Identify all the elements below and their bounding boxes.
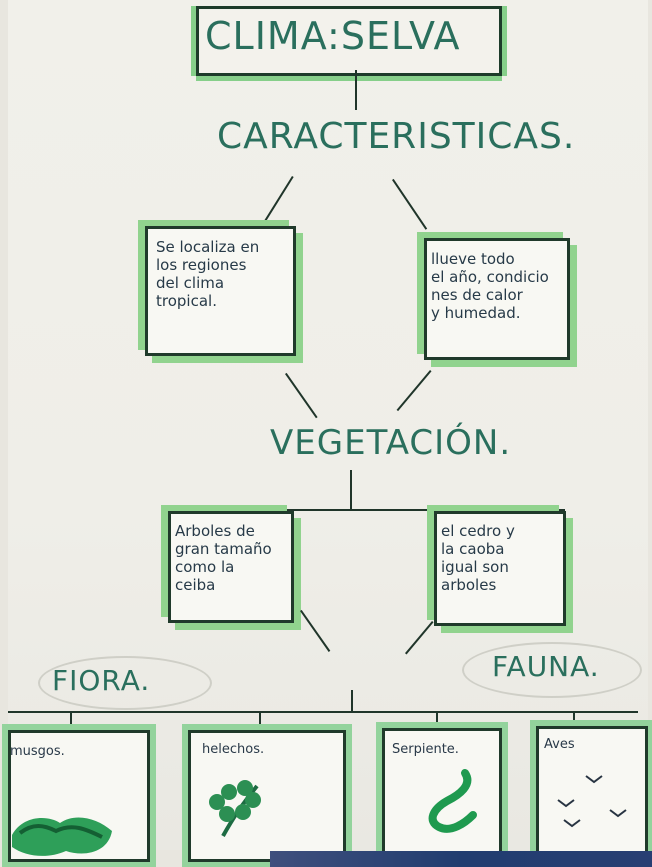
bottom-textile <box>270 851 652 867</box>
heading-vegetation: VEGETACIÓN. <box>270 423 512 463</box>
title-box <box>196 6 502 76</box>
label-musgos: musgos. <box>10 744 65 759</box>
vegetation-card-1 <box>168 511 294 623</box>
birds-drawing <box>557 775 627 828</box>
fauna-oval <box>462 642 642 698</box>
bottom-connector-4 <box>573 711 575 725</box>
fern-drawing <box>209 780 261 837</box>
bottom-branch <box>8 711 638 713</box>
characteristic-text-2: llueve todo el año, condicio nes de calo… <box>431 250 549 322</box>
moss-drawing <box>12 817 112 856</box>
bottom-connector-2 <box>259 711 261 733</box>
bottom-connector-3 <box>436 711 438 729</box>
connector-vegetation <box>350 470 352 510</box>
snake-drawing <box>428 769 477 833</box>
characteristic-text-1: Se localiza en los regiones del clima tr… <box>156 238 260 310</box>
characteristic-card-2 <box>424 238 570 360</box>
vegetation-text-1: Arboles de gran tamaño como la ceiba <box>175 522 272 594</box>
label-serpiente: Serpiente. <box>392 742 459 757</box>
poster-title: CLIMA:SELVA <box>205 14 461 58</box>
vegetation-text-2: el cedro y la caoba igual son arboles <box>441 522 515 594</box>
connector-title <box>355 70 357 110</box>
heading-characteristics: CARACTERISTICAS. <box>217 116 576 157</box>
vegetation-card-2 <box>434 511 566 626</box>
vegetation-branch <box>168 509 565 511</box>
heading-fauna: FAUNA. <box>492 650 600 683</box>
label-helechos: helechos. <box>202 742 265 757</box>
characteristic-card-1 <box>145 226 296 356</box>
bottom-connector-1 <box>70 711 72 733</box>
heading-flora: FIORA. <box>52 664 151 697</box>
flora-oval <box>38 656 212 710</box>
label-aves: Aves <box>544 737 575 752</box>
bottom-connector-center <box>351 690 353 712</box>
